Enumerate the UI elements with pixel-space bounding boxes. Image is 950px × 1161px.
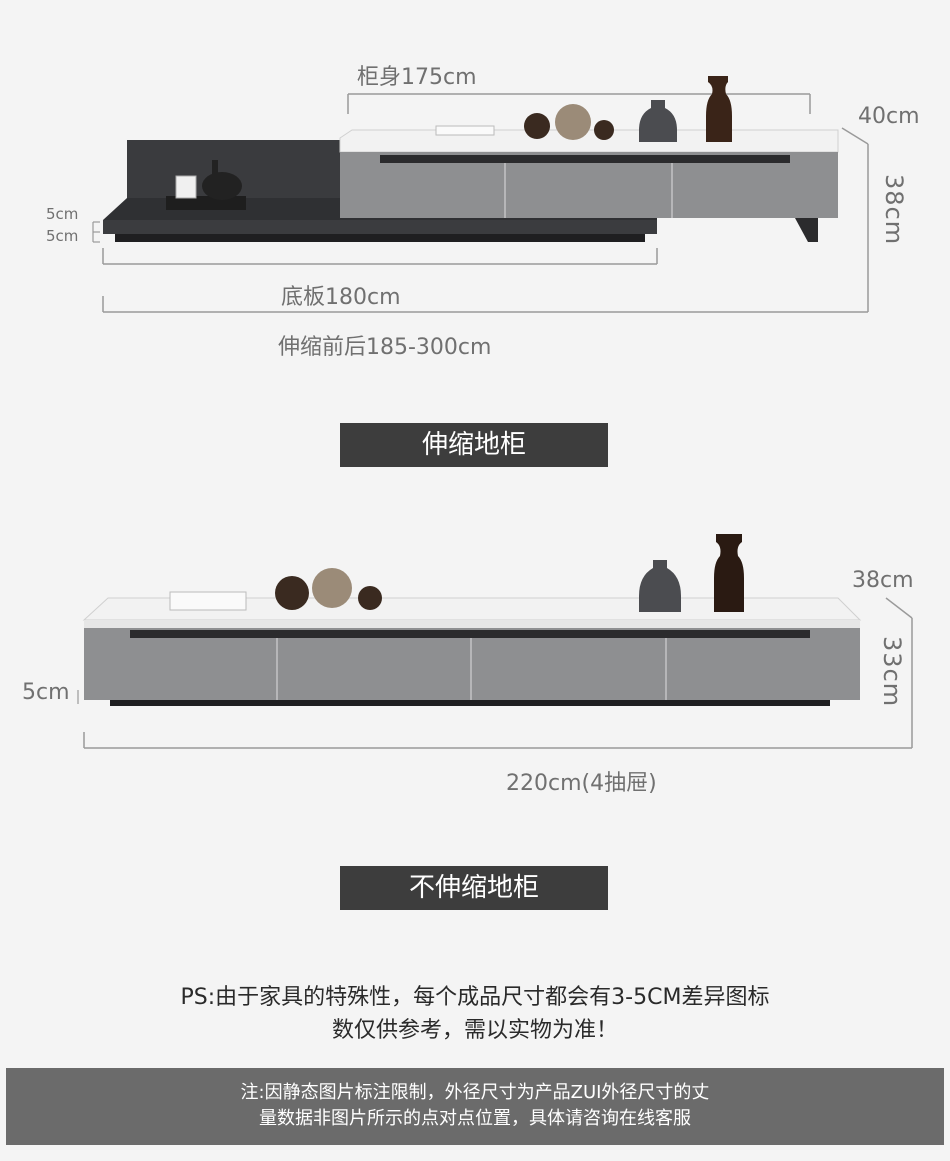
- height-label-fixed: 33cm: [878, 636, 906, 708]
- step-bottom-label: 5cm: [46, 227, 79, 245]
- cabinet-leg: [795, 218, 818, 242]
- footer-note-line2: 量数据非图片所示的点对点位置，具体请咨询在线客服: [259, 1108, 691, 1129]
- section-label-fixed: 不伸缩地柜: [340, 866, 608, 910]
- ps-note-line2: 数仅供参考，需以实物为准！: [331, 1018, 618, 1043]
- book-stack: [169, 591, 247, 611]
- depth-label-fixed: 38cm: [852, 568, 914, 593]
- vase-dark: [714, 534, 744, 612]
- footer-note: 注:因静态图片标注限制，外径尺寸为产品ZUI外径尺寸的丈 量数据非图片所示的点对…: [6, 1068, 944, 1145]
- base-board-label: 底板180cm: [281, 285, 401, 310]
- range-label: 伸缩前后185-300cm: [278, 335, 492, 360]
- base-board-dimension-line: [102, 248, 658, 265]
- section-label-extendable: 伸缩地柜: [340, 423, 608, 467]
- fixed-cabinet-illustration: [77, 534, 913, 749]
- drawer-handle-strip: [130, 630, 810, 638]
- sphere-left: [275, 576, 309, 610]
- sphere-gold: [312, 568, 352, 608]
- height-dimension-line: [841, 127, 869, 312]
- depth-label-top: 40cm: [858, 104, 920, 129]
- sphere-gold: [555, 104, 591, 140]
- width-label-fixed: 220cm(4抽屉): [506, 771, 657, 796]
- sphere-left: [524, 113, 550, 139]
- depth-height-dimension-line: [885, 597, 913, 748]
- plinth: [110, 700, 830, 706]
- width-dimension-line: [83, 732, 912, 749]
- height-label-top: 38cm: [880, 174, 908, 246]
- teapot: [202, 172, 242, 200]
- cabinet-body-label: 柜身175cm: [357, 65, 477, 90]
- sphere-right: [358, 586, 382, 610]
- cabinet-body-dimension-line: [347, 93, 811, 114]
- cabinet-top: [339, 129, 839, 153]
- base-label-fixed: 5cm: [22, 680, 70, 705]
- book-stack: [435, 125, 495, 136]
- vase-gray: [639, 560, 681, 612]
- vase-gray: [639, 100, 677, 142]
- range-dimension-line: [102, 296, 868, 313]
- step-bracket: [92, 221, 100, 243]
- ps-note-line1: PS:由于家具的特殊性，每个成品尺寸都会有3-5CM差异图标: [180, 985, 770, 1010]
- step-top-label: 5cm: [46, 205, 79, 223]
- extendable-cabinet-illustration: [92, 76, 869, 313]
- vase-brown: [706, 76, 732, 142]
- sphere-right: [594, 120, 614, 140]
- small-box: [175, 175, 197, 199]
- drawer-handle-strip: [380, 155, 790, 163]
- footer-note-line1: 注:因静态图片标注限制，外径尺寸为产品ZUI外径尺寸的丈: [240, 1082, 710, 1103]
